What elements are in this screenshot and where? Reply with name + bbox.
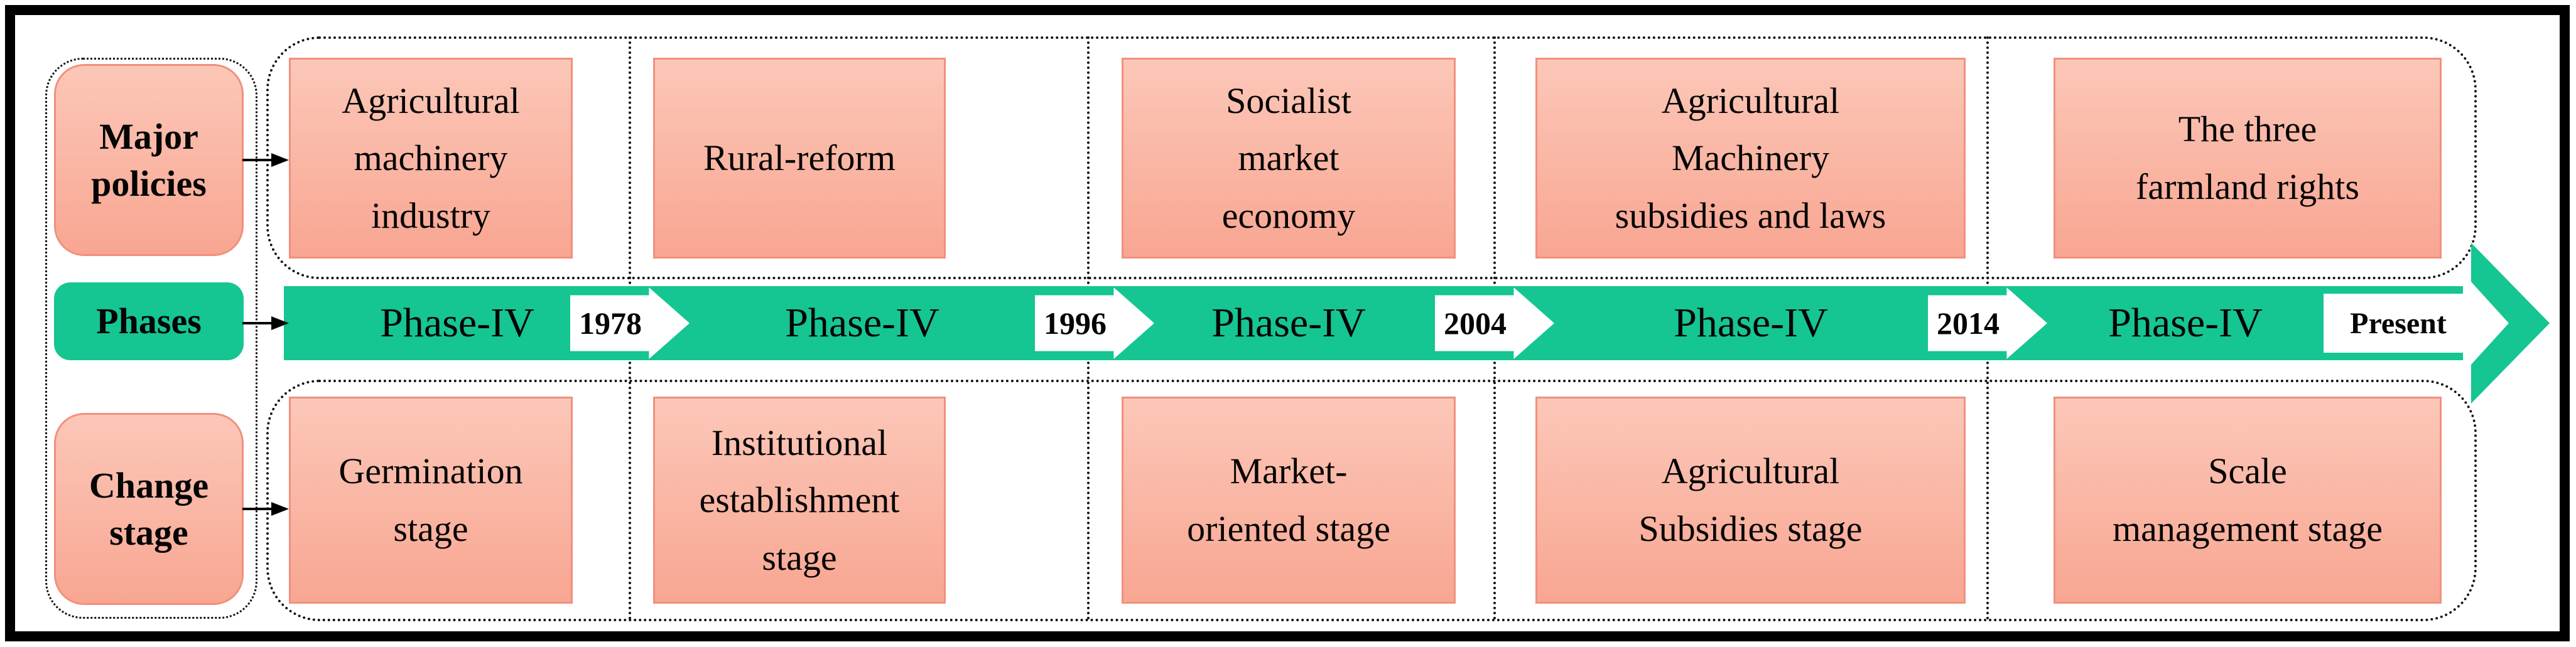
- stage-box: Institutional establishment stage: [653, 397, 946, 604]
- stage-box: Agricultural Subsidies stage: [1535, 397, 1966, 604]
- phase-segment-label: Phase-IV: [2108, 300, 2263, 346]
- year-marker-label: 2004: [1444, 306, 1507, 341]
- present-marker-label: Present: [2350, 306, 2447, 340]
- legend-phases-label: Phases: [96, 301, 202, 342]
- legend-phases: Phases: [54, 282, 244, 360]
- policy-box: Socialist market economy: [1122, 58, 1456, 259]
- policy-box: The three farmland rights: [2054, 58, 2442, 259]
- year-marker-label: 1996: [1044, 306, 1107, 341]
- policy-box: Rural-reform: [653, 58, 946, 259]
- stage-box-text: Market- oriented stage: [1187, 451, 1390, 549]
- phase-segment-label: Phase-IV: [1211, 300, 1366, 346]
- policy-box-text: Rural-reform: [703, 137, 896, 179]
- legend-major-policies-label: Major policies: [91, 115, 207, 204]
- change-stage-container: [266, 380, 2477, 621]
- legend-change-stage-label: Change stage: [89, 464, 209, 553]
- legend-change-stage: Change stage: [54, 413, 244, 605]
- legend-column-outline: [45, 58, 257, 619]
- stage-box-text: Agricultural Subsidies stage: [1638, 451, 1863, 549]
- policy-box-text: Agricultural Machinery subsidies and law…: [1615, 80, 1886, 236]
- stage-box-text: Institutional establishment stage: [699, 422, 900, 578]
- policy-box-text: Agricultural machinery industry: [342, 80, 520, 236]
- stage-box-text: Scale management stage: [2113, 451, 2383, 549]
- legend-major-policies: Major policies: [54, 64, 244, 256]
- stage-box: Scale management stage: [2054, 397, 2442, 604]
- timeline-end-arrow-icon: [2471, 243, 2550, 404]
- policy-box-text: The three farmland rights: [2136, 109, 2359, 207]
- phase-segment-label: Phase-IV: [380, 300, 534, 346]
- stage-box: Market- oriented stage: [1122, 397, 1456, 604]
- phase-segment-label: Phase-IV: [785, 300, 939, 346]
- policy-box-text: Socialist market economy: [1221, 80, 1356, 236]
- phase-segment-label: Phase-IV: [1674, 300, 1828, 346]
- policy-box: Agricultural machinery industry: [289, 58, 573, 259]
- major-policies-arrow-icon: [242, 153, 289, 167]
- phases-arrow-icon: [242, 316, 289, 330]
- year-marker-label: 1978: [579, 306, 642, 341]
- stage-box: Germination stage: [289, 397, 573, 604]
- present-marker: Present: [2324, 294, 2473, 353]
- year-marker-label: 2014: [1937, 306, 2000, 341]
- stage-box-text: Germination stage: [338, 451, 523, 549]
- change-stage-arrow-icon: [242, 502, 289, 516]
- major-policies-container: [266, 36, 2477, 279]
- policy-box: Agricultural Machinery subsidies and law…: [1535, 58, 1966, 259]
